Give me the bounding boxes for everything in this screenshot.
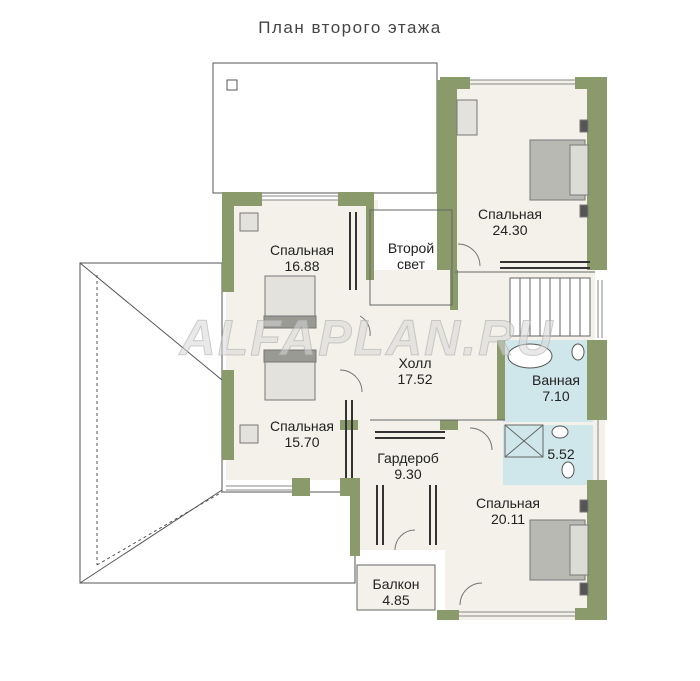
roof-top-left — [212, 62, 438, 194]
room-area: 16.88 — [284, 258, 320, 274]
room-bedroom-2: Спальная 24.30 — [470, 206, 550, 238]
floor-area — [226, 80, 605, 620]
room-shower: 5.52 — [538, 446, 584, 462]
room-name: Спальная — [477, 206, 543, 222]
toilet — [571, 343, 585, 361]
bath-fixtures — [507, 343, 585, 479]
room-bedroom-3: Спальная 15.70 — [262, 418, 342, 450]
room-balcony: Балкон 4.85 — [358, 576, 434, 608]
room-area: 4.85 — [382, 592, 410, 608]
doors — [339, 243, 493, 606]
wardrobe-racks — [345, 212, 590, 545]
toilet — [561, 461, 575, 479]
sink — [551, 425, 569, 439]
room-area: 24.30 — [492, 222, 528, 238]
bed — [264, 275, 316, 319]
room-name-line1: Второй — [387, 240, 435, 256]
room-area: 9.30 — [394, 466, 422, 482]
room-hall: Холл 17.52 — [380, 355, 450, 387]
staircase — [509, 277, 591, 337]
room-name: Спальная — [269, 418, 335, 434]
room-name: Спальная — [475, 495, 541, 511]
furniture — [239, 99, 589, 596]
room-area: 7.10 — [542, 388, 570, 404]
room-wardrobe: Гардероб 9.30 — [368, 450, 448, 482]
room-area: 15.70 — [284, 434, 320, 450]
watermark: ALFAPLAN.RU — [179, 310, 555, 367]
room-second-light: Второй свет — [372, 240, 450, 272]
room-name: Спальная — [269, 242, 335, 258]
plan-title: План второго этажа — [258, 18, 442, 37]
room-area: 20.11 — [491, 511, 525, 527]
room-area: 17.52 — [397, 371, 433, 387]
interior-lines — [356, 209, 595, 611]
room-name: Холл — [398, 355, 432, 371]
bed — [264, 357, 316, 401]
room-area: 5.52 — [547, 446, 575, 462]
room-name: Гардероб — [377, 450, 439, 466]
room-bedroom-4: Спальная 20.11 — [468, 495, 548, 527]
room-name: Балкон — [372, 576, 420, 592]
windows — [226, 79, 603, 617]
room-bathroom: Ванная 7.10 — [525, 372, 587, 404]
bathtub — [507, 343, 553, 369]
room-bedroom-1: Спальная 16.88 — [262, 242, 342, 274]
room-name-line2: свет — [396, 256, 425, 272]
room-name: Ванная — [532, 372, 580, 388]
